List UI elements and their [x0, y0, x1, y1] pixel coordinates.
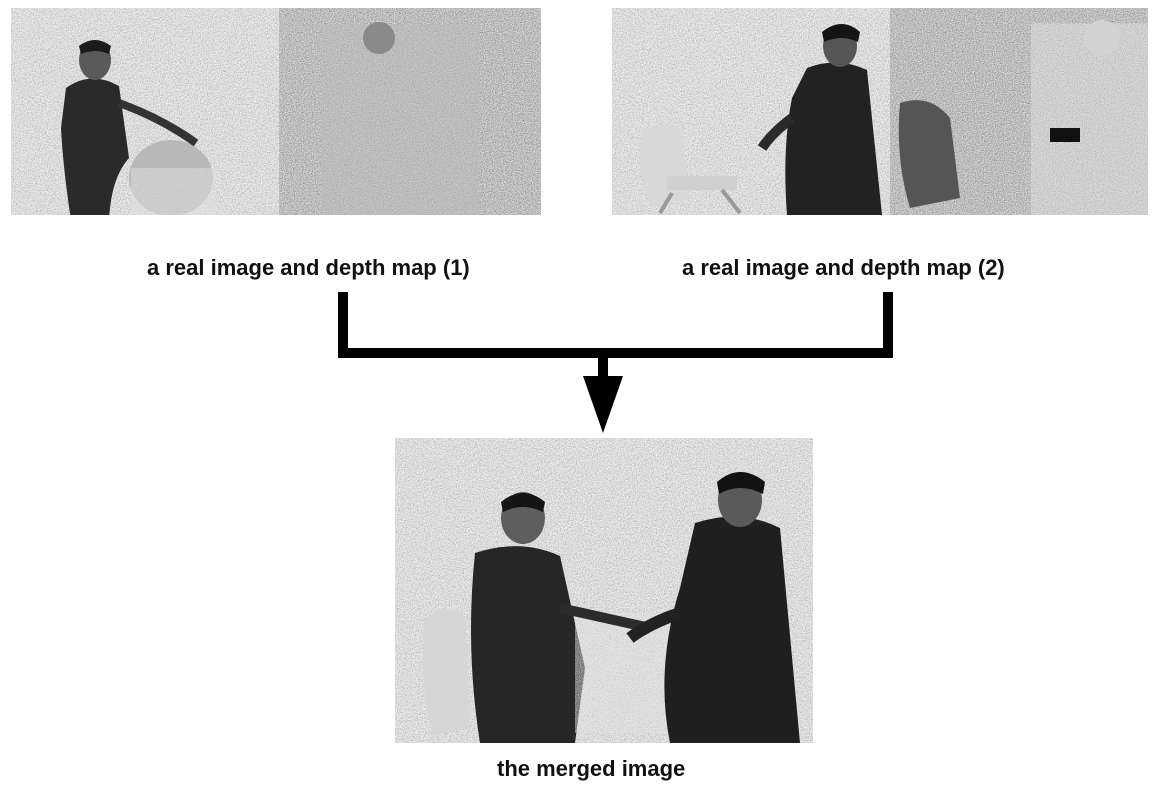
real-image-2 [612, 8, 890, 215]
caption-pair-2: a real image and depth map (2) [682, 255, 1005, 280]
depth-map-2 [890, 8, 1148, 215]
arrow-head [583, 376, 623, 433]
caption-pair-1: a real image and depth map (1) [147, 255, 470, 280]
depth-map-1 [279, 8, 541, 215]
caption-merged: the merged image [497, 756, 686, 781]
real-image-1 [11, 8, 279, 215]
merged-image [395, 438, 813, 743]
